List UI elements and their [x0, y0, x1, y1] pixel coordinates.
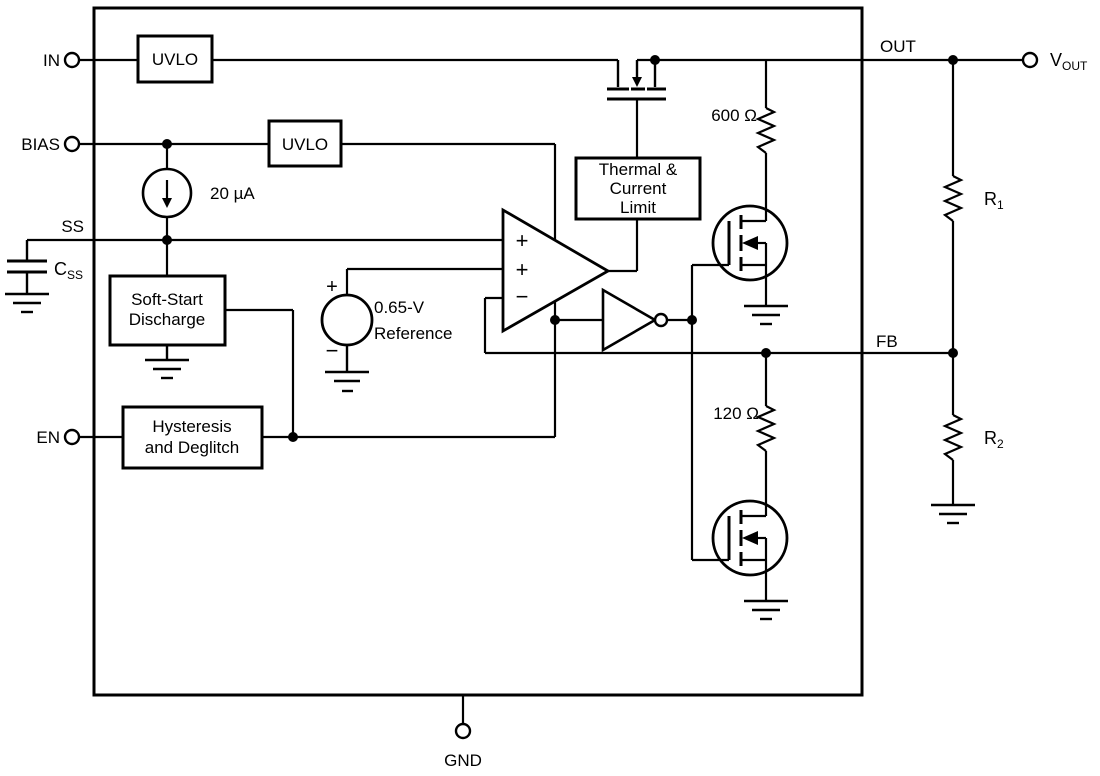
body-diode-arrow-icon [742, 531, 758, 545]
uvlo-bias-block: UVLO [267, 119, 343, 168]
reference-ground-icon [325, 345, 369, 393]
inverter-bubble-icon [653, 312, 669, 328]
amp-minus-sign: − [516, 284, 529, 309]
error-amplifier: + + − [501, 207, 639, 334]
current-source-value: 20 µA [210, 184, 255, 203]
pin-label-ss: SS [61, 217, 84, 236]
nmos-upper [692, 153, 789, 326]
uvlo-in-label: UVLO [152, 50, 198, 69]
nmos-lower-ground-icon [744, 599, 788, 621]
nmos-upper-ground-icon [744, 304, 788, 326]
terminal-bias [63, 135, 81, 153]
hysteresis-label-2: and Deglitch [145, 438, 240, 457]
uvlo-bias-label: UVLO [282, 135, 328, 154]
uvlo-in-block: UVLO [136, 34, 214, 84]
junction-dots [162, 55, 958, 442]
body-diode-arrow-icon [742, 236, 758, 250]
resistor-600 [755, 60, 777, 154]
current-source: 20 µA [141, 144, 255, 240]
reference-plus-sign: + [326, 276, 338, 298]
ic-boundary-box [92, 6, 864, 697]
reference-name: Reference [374, 324, 452, 343]
thermal-label-2: Current [610, 179, 667, 198]
pass-fet [607, 60, 666, 101]
pin-label-gnd: GND [444, 751, 482, 770]
resistor-120-value: 120 Ω [713, 404, 759, 423]
reference-value: 0.65-V [374, 298, 425, 317]
divider-r1 [942, 60, 964, 353]
pin-label-bias: BIAS [21, 135, 60, 154]
hysteresis-deglitch-block: Hysteresis and Deglitch [121, 405, 264, 470]
soft-start-discharge-block: Soft-Start Discharge [108, 274, 227, 380]
nmos-lower [692, 499, 789, 621]
terminal-en [63, 428, 81, 446]
wires [27, 58, 1023, 724]
r2-ground-icon [931, 503, 975, 525]
r2-label: R2 [984, 428, 1004, 451]
amp-plus2-sign: + [516, 257, 529, 282]
pin-terminals [63, 51, 1039, 740]
thermal-current-limit-block: Thermal & Current Limit [574, 99, 702, 221]
current-arrow-icon [162, 198, 172, 208]
soft-start-label-2: Discharge [129, 310, 206, 329]
terminal-in [63, 51, 81, 69]
css-label: CSS [54, 259, 83, 282]
hysteresis-label-1: Hysteresis [152, 417, 231, 436]
divider-r2 [942, 353, 964, 505]
pin-label-fb: FB [876, 332, 898, 351]
reference-minus-sign: − [326, 338, 339, 363]
pin-label-out: OUT [880, 37, 916, 56]
resistor-120 [755, 353, 777, 516]
soft-start-ground-icon [145, 345, 189, 380]
pass-fet-arrow-icon [632, 77, 642, 87]
terminal-gnd [454, 722, 472, 740]
pin-label-in: IN [43, 51, 60, 70]
voltage-reference: + − 0.65-V Reference [320, 276, 452, 393]
r1-label: R1 [984, 189, 1004, 212]
vout-label: VOUT [1050, 50, 1088, 73]
soft-start-label-1: Soft-Start [131, 290, 203, 309]
resistor-600-value: 600 Ω [711, 106, 757, 125]
pin-label-en: EN [36, 428, 60, 447]
amp-plus1-sign: + [516, 228, 529, 253]
thermal-label-1: Thermal & [599, 160, 678, 179]
terminal-vout [1021, 51, 1039, 69]
inverter [555, 287, 692, 353]
thermal-label-3: Limit [620, 198, 656, 217]
css-capacitor [5, 240, 49, 314]
